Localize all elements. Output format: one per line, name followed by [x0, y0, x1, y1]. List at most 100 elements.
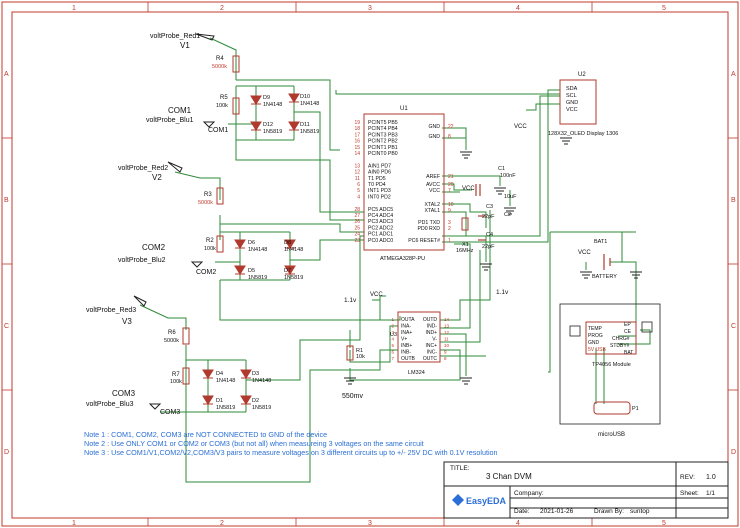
- d10-diode: [288, 93, 300, 103]
- u1-pin-label: AVCC: [426, 182, 440, 188]
- d12-ref: D12: [263, 122, 273, 128]
- r7-ref: R7: [172, 372, 180, 378]
- com2-ground-icon: [190, 261, 204, 268]
- d2-value: 1N5819: [252, 405, 271, 411]
- ground-icon: [504, 207, 516, 215]
- u1-pin-number: 8: [448, 134, 451, 140]
- d2-ref: D2: [252, 398, 259, 404]
- com3-probe-name: voltProbe_Blu3: [86, 401, 134, 408]
- com1-probe-name: voltProbe_Blu1: [146, 117, 194, 124]
- u3-pin-number: 7: [391, 356, 394, 361]
- d3-diode: [240, 369, 252, 379]
- d5-ref: D5: [248, 268, 255, 274]
- vcc-label-u1: VCC: [462, 186, 475, 192]
- v2-probe-icon: [167, 161, 183, 173]
- r6-value: 5000k: [164, 338, 179, 344]
- r7-value: 100k: [170, 379, 182, 385]
- ground-icon: [344, 377, 356, 385]
- c3-ref: C3: [486, 204, 493, 210]
- ground-icon: [460, 151, 472, 159]
- u3-body: [397, 311, 441, 363]
- sheet-inner-border: [11, 11, 729, 519]
- d8-value: 1N4148: [284, 247, 303, 253]
- u1-pin-label: T0 PD4: [368, 182, 386, 188]
- title-block: TITLE: 3 Chan DVM REV: 1.0 EasyEDA Compa…: [443, 461, 729, 519]
- r5-ref: R5: [220, 95, 228, 101]
- d1-value: 1N5819: [216, 405, 235, 411]
- u1-pin-label: AIN0 PD6: [368, 170, 391, 176]
- r4-value: 5000k: [212, 64, 227, 70]
- r4-ref: R4: [216, 56, 224, 62]
- u3-pin-number: 13: [444, 324, 450, 329]
- ground-icon: [480, 263, 492, 271]
- channel-3: voltProbe_Red3 V3 R6 5000k R7 100k D4 1N…: [86, 295, 271, 416]
- r1-ref: R1: [356, 348, 363, 354]
- c3-value: 22pF: [482, 214, 495, 220]
- u1-pin-number: 22: [448, 124, 454, 130]
- tp4056-body: [585, 321, 637, 355]
- u3-pin-label: OUTC: [423, 356, 438, 362]
- r2-ref: R2: [206, 238, 214, 244]
- r3-resistor: [216, 187, 224, 205]
- tp-pin-ep: EP: [624, 322, 631, 328]
- u1-pin-number: 6: [357, 182, 360, 188]
- tp-pin-stdby: STDBY#: [610, 343, 630, 349]
- u3-pin-number: 6: [391, 350, 394, 355]
- u1-pin-number: 12: [354, 170, 360, 176]
- u1-pin-label: PD0 RXD: [418, 226, 441, 232]
- d1-ref: D1: [216, 398, 223, 404]
- u3-pin-number: 10: [444, 343, 450, 348]
- u1-pin-number: 15: [354, 145, 360, 151]
- u2-pin-sda: SDA: [566, 86, 578, 92]
- d5-value: 1N5819: [248, 275, 267, 281]
- grid-col-2-bottom: 2: [220, 520, 224, 527]
- grid-row-d-right: D: [731, 449, 736, 456]
- rev-label: REV:: [680, 474, 695, 481]
- grid-row-b: B: [4, 197, 9, 204]
- v1-probe-name: voltProbe_Red1: [150, 33, 200, 40]
- u1-pin-label: PC4 ADC4: [368, 213, 393, 219]
- v3-label: V3: [122, 317, 132, 326]
- u2-part: 128X32_OLED Display 1306: [548, 131, 618, 137]
- d2-diode: [240, 395, 252, 405]
- c4-ref: C4: [486, 232, 493, 238]
- u3-vcc-label: VCC: [370, 292, 383, 298]
- u3-pin-label: INC-: [427, 350, 438, 356]
- u3-pin-label: IND+: [425, 330, 437, 336]
- u3-pin-number: 2: [391, 324, 394, 329]
- d10-value: 1N4148: [300, 101, 319, 107]
- power-section: BAT1 BATTERY VCC TEMP PROG GND 5V USB EP…: [559, 239, 661, 438]
- u3-pin-label: V+: [401, 337, 407, 343]
- d11-diode: [288, 121, 300, 131]
- u1-pin-label: PC2 ADC2: [368, 225, 393, 231]
- d6-value: 1N4148: [248, 247, 267, 253]
- tp-pin-bat: BAT: [624, 350, 633, 356]
- drawn-by-label: Drawn By:: [594, 508, 624, 515]
- u3-pin-label: INA-: [401, 324, 411, 330]
- u1-pin-label: PC6 RESET#: [408, 238, 440, 244]
- ground-icon: [630, 271, 642, 279]
- microusb-connector: [593, 401, 631, 415]
- com1-ground-icon: [202, 121, 216, 128]
- r2-value: 100k: [204, 246, 216, 252]
- u1-pin-number: 21: [448, 174, 454, 180]
- d6-ref: D6: [248, 240, 255, 246]
- u1-pin-number: 11: [355, 176, 360, 182]
- d11-value: 1N5819: [300, 129, 319, 135]
- wires: [139, 37, 651, 483]
- u1-pin-number: 19: [354, 120, 360, 126]
- u1-pin-label: PCINT5 PB5: [368, 120, 398, 126]
- rev-value: 1.0: [706, 474, 716, 481]
- u1-pin-number: 13: [354, 163, 360, 169]
- d3-value: 1N4148: [252, 378, 271, 384]
- microusb-ref: P1: [632, 406, 639, 412]
- u1-ref: U1: [400, 106, 408, 112]
- r5-resistor: [232, 97, 240, 115]
- c4-value: 22pF: [482, 244, 495, 250]
- x1-crystal: [461, 217, 469, 231]
- passives-u1: C1 100nF VCC C3 22pF C4 22pF X1 16MHz 10…: [456, 166, 517, 296]
